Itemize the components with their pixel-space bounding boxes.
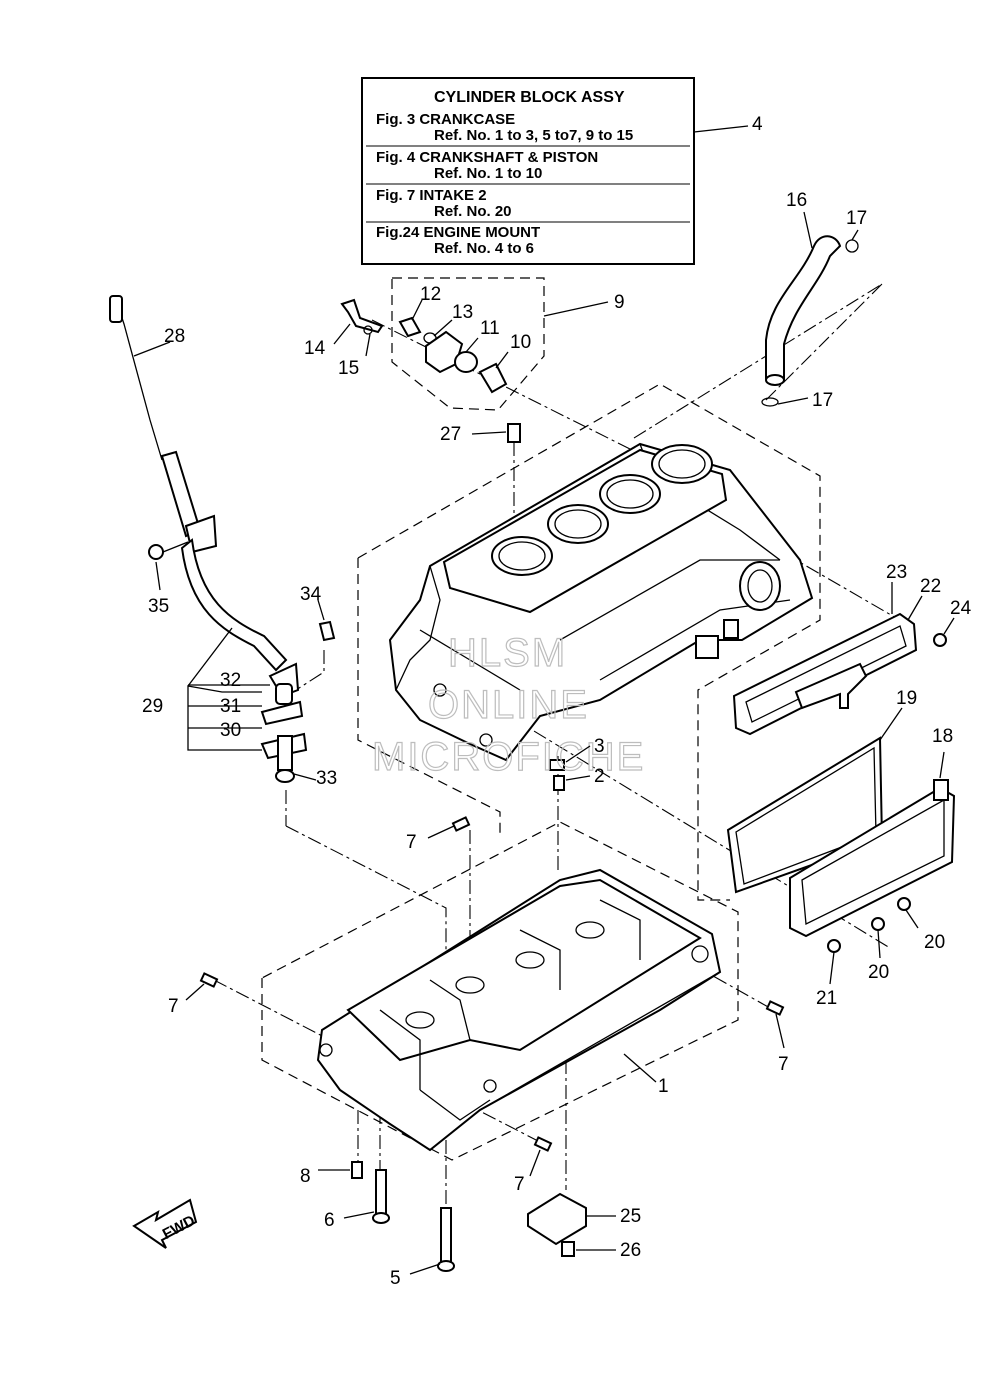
dipstick-assembly [109,295,288,672]
info-line-6: Ref. No. 20 [434,203,512,220]
small-fasteners [199,423,785,1272]
info-line-7: Fig.24 ENGINE MOUNT [376,224,540,241]
callout-25: 25 [620,1206,641,1227]
callout-31: 31 [220,696,241,717]
callout-35: 35 [148,596,169,617]
info-line-8: Ref. No. 4 to 6 [434,240,534,257]
callout-8: 8 [300,1166,311,1187]
callout-18: 18 [932,726,953,747]
callout-1: 1 [658,1076,669,1097]
callout-13: 13 [452,302,473,323]
callout-3: 3 [594,736,605,757]
watermark: HLSM ONLINE MICROFICHE [371,630,645,779]
info-line-5: Fig. 7 INTAKE 2 [376,187,487,204]
cylinder-block [388,442,814,762]
info-line-2: Ref. No. 1 to 3, 5 to7, 9 to 15 [434,127,633,144]
callout-33: 33 [316,768,337,789]
callout-20-left: 20 [868,962,889,983]
callout-7-right: 7 [778,1054,789,1075]
info-line-1: Fig. 3 CRANKCASE [376,111,515,128]
watermark-line-3: MICROFICHE [372,735,645,779]
callout-32: 32 [220,670,241,691]
callout-22: 22 [920,576,941,597]
callout-12: 12 [420,284,441,305]
callout-15: 15 [338,358,359,379]
callout-34: 34 [300,584,322,605]
reference-info-box: CYLINDER BLOCK ASSY Fig. 3 CRANKCASE Ref… [361,77,749,265]
dipstick-guide-parts [260,620,336,783]
callout-leaders [133,211,955,1275]
info-line-3: Fig. 4 CRANKSHAFT & PISTON [376,149,598,166]
callout-4: 4 [752,114,763,135]
side-cover-parts [726,612,956,953]
callout-17-top: 17 [846,208,867,229]
callout-6: 6 [324,1210,335,1231]
callout-21: 21 [816,988,837,1009]
callout-17-bottom: 17 [812,390,833,411]
callout-7-bottom: 7 [514,1174,525,1195]
crankcase [316,868,722,1152]
callout-2: 2 [594,766,605,787]
callout-16: 16 [786,190,807,211]
callout-10: 10 [510,332,531,353]
callout-9: 9 [614,292,625,313]
callout-30: 30 [220,720,241,741]
callout-11: 11 [480,318,500,339]
thermostat-parts [340,298,508,394]
callout-19: 19 [896,688,917,709]
callout-29: 29 [142,696,163,717]
callout-28: 28 [164,326,185,347]
callout-26: 26 [620,1240,641,1261]
callout-20-right: 20 [924,932,945,953]
callout-7-left: 7 [168,996,179,1017]
callout-5: 5 [390,1268,401,1289]
callout-24: 24 [950,598,972,619]
info-box-title: CYLINDER BLOCK ASSY [434,89,625,106]
callout-23: 23 [886,562,907,583]
callout-27: 27 [440,424,461,445]
breather-hose [761,235,859,407]
watermark-line-2: ONLINE [428,683,589,727]
callout-7-upper: 7 [406,832,417,853]
watermark-line-1: HLSM [448,631,567,675]
callout-14: 14 [304,338,326,359]
callout-labels: 4 9 12 13 11 10 14 15 28 27 16 17 17 23 … [142,114,972,1289]
forward-direction-arrow: FWD [132,1198,198,1249]
info-line-4: Ref. No. 1 to 10 [434,165,542,182]
